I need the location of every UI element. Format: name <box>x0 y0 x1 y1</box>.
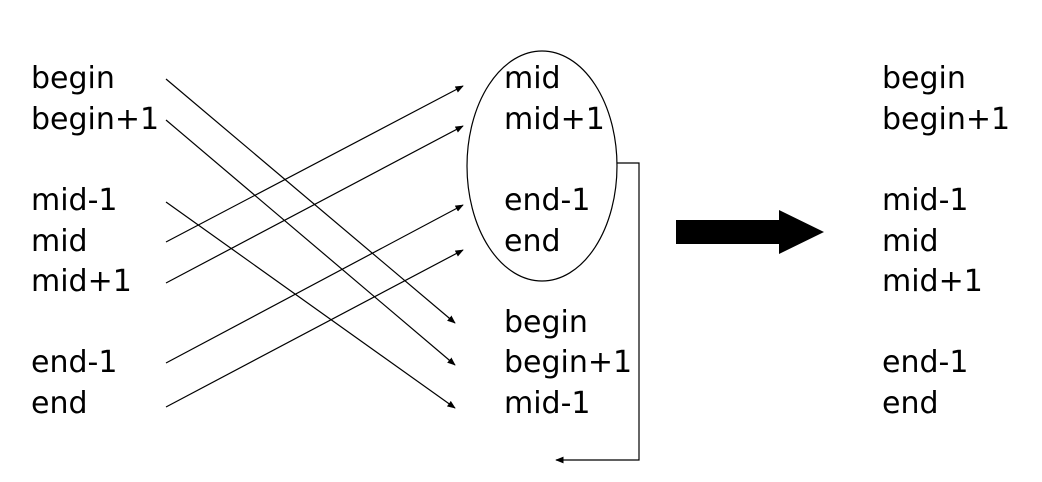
left-label-mid: mid <box>31 224 88 259</box>
left-label-mid-plus-1: mid+1 <box>31 264 132 299</box>
right-label-mid: mid <box>882 224 939 259</box>
right-label-begin: begin <box>882 61 966 96</box>
right-label-mid-plus-1: mid+1 <box>882 264 983 299</box>
middle-label-begin: begin <box>504 305 588 340</box>
right-label-mid-minus-1: mid-1 <box>882 183 969 218</box>
group-oval <box>466 50 618 282</box>
right-label-end-minus-1: end-1 <box>882 345 969 380</box>
right-label-end: end <box>882 386 939 421</box>
oval-label-mid: mid <box>504 61 561 96</box>
left-label-end-minus-1: end-1 <box>31 345 118 380</box>
left-label-mid-minus-1: mid-1 <box>31 183 118 218</box>
oval-label-mid-plus-1: mid+1 <box>504 102 605 137</box>
arrow-mid-to-oval <box>165 85 464 243</box>
middle-label-mid-minus-1: mid-1 <box>504 386 591 421</box>
right-label-begin-plus-1: begin+1 <box>882 102 1011 137</box>
arrow-begin1-to-bottom <box>165 119 456 366</box>
big-right-arrow <box>676 210 824 254</box>
left-label-begin-plus-1: begin+1 <box>31 102 160 137</box>
arrow-midplus1-to-oval <box>165 125 464 284</box>
arrow-end1-to-oval <box>165 204 464 364</box>
left-label-end: end <box>31 386 88 421</box>
elbow-connector <box>555 162 640 464</box>
oval-label-end: end <box>504 224 561 259</box>
left-label-begin: begin <box>31 61 115 96</box>
arrow-begin-to-bottom <box>165 78 456 324</box>
oval-label-end-minus-1: end-1 <box>504 183 591 218</box>
middle-label-begin-plus-1: begin+1 <box>504 345 633 380</box>
arrow-end-to-oval <box>165 249 464 408</box>
arrow-mid1-to-bottom <box>165 201 456 409</box>
